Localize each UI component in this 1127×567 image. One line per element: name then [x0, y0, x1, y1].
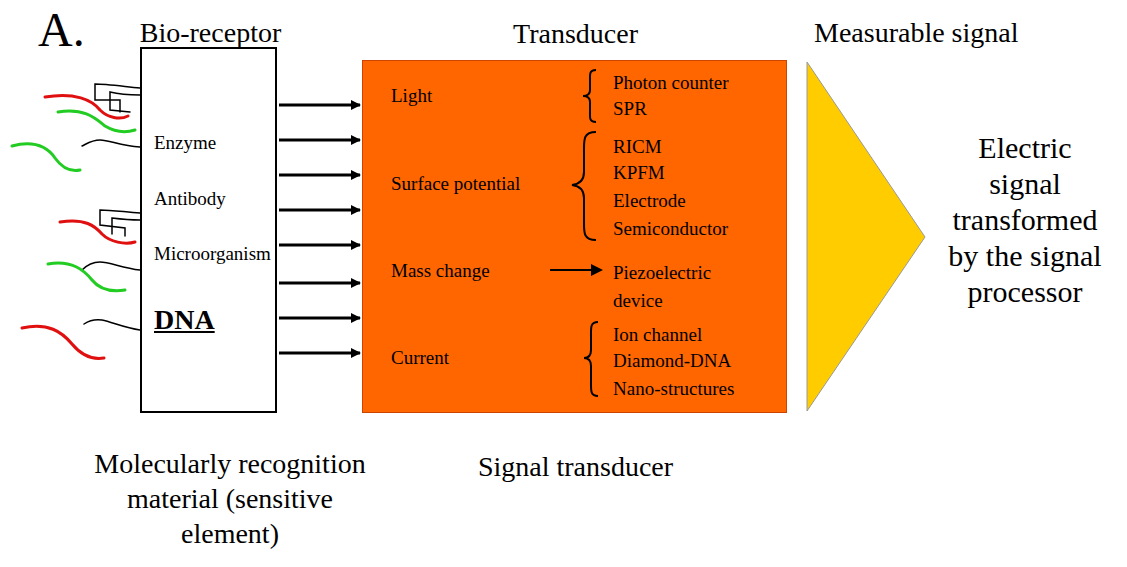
signal-arrow — [279, 244, 360, 247]
signal-arrow — [279, 317, 360, 320]
box-heading: Bio-receptor — [102, 15, 319, 50]
box-caption: Signal transducer — [363, 449, 788, 484]
receptor-label: DNA — [154, 302, 215, 337]
target-strand — [12, 144, 80, 171]
signal-type: Surface potential — [391, 172, 520, 196]
mass-arrow — [550, 269, 594, 271]
target-strand — [48, 263, 125, 291]
brace — [583, 70, 596, 122]
receptor-label: Antibody — [154, 187, 226, 211]
signal-arrow — [279, 104, 360, 107]
brace — [584, 322, 598, 396]
transducer-box: TransducerLightPhoton counterSPRSurface … — [362, 60, 787, 413]
signal-arrow — [279, 139, 360, 142]
mass-arrowhead — [591, 264, 603, 276]
triangle-shape — [800, 60, 1120, 415]
box-heading: Transducer — [363, 16, 788, 51]
target-strand — [60, 221, 135, 243]
signal-arrow — [279, 282, 360, 285]
transducer-item: RICM — [613, 135, 662, 159]
triangle-outline — [807, 62, 925, 411]
signal-type: Mass change — [391, 259, 490, 283]
signal-triangle: Measurable signalElectric signal transfo… — [800, 60, 1120, 415]
probe-strand — [110, 92, 140, 112]
bio-receptor-box: Bio-receptorEnzymeAntibodyMicroorganismD… — [140, 47, 277, 413]
receptor-label: Microorganism — [154, 242, 271, 266]
probe-strand — [82, 262, 140, 270]
transducer-item: Electrode — [613, 189, 686, 213]
transducer-item: Photon counter — [613, 71, 729, 95]
box-heading: Measurable signal — [814, 15, 1019, 50]
signal-description: Electric signal transformed by the signa… — [940, 130, 1110, 310]
panel-letter: A. — [38, 4, 85, 57]
signal-arrow — [279, 174, 360, 177]
probe-strand — [112, 218, 140, 234]
signal-arrow — [279, 352, 360, 355]
dna-strands — [12, 84, 140, 358]
transducer-item: Nano-structures — [613, 377, 734, 401]
probe-strand — [100, 210, 140, 236]
target-strand — [22, 326, 104, 358]
brace — [572, 132, 596, 240]
signal-type: Light — [391, 84, 432, 108]
transducer-item: KPFM — [613, 161, 665, 185]
transducer-item: SPR — [613, 97, 647, 121]
receptor-label: Enzyme — [154, 131, 216, 155]
transducer-item: Semiconductor — [613, 217, 728, 241]
transducer-item: Diamond-DNA — [613, 349, 731, 373]
box-caption: Molecularly recognition material (sensit… — [90, 446, 370, 551]
signal-arrow — [279, 209, 360, 212]
signal-type: Current — [391, 346, 449, 370]
transducer-item: Ion channel — [613, 323, 702, 347]
probe-strand — [95, 84, 140, 112]
probe-strand — [82, 140, 140, 147]
target-strand — [58, 111, 135, 132]
probe-strand — [84, 320, 140, 330]
transducer-item: Piezoelectric device — [613, 259, 753, 315]
